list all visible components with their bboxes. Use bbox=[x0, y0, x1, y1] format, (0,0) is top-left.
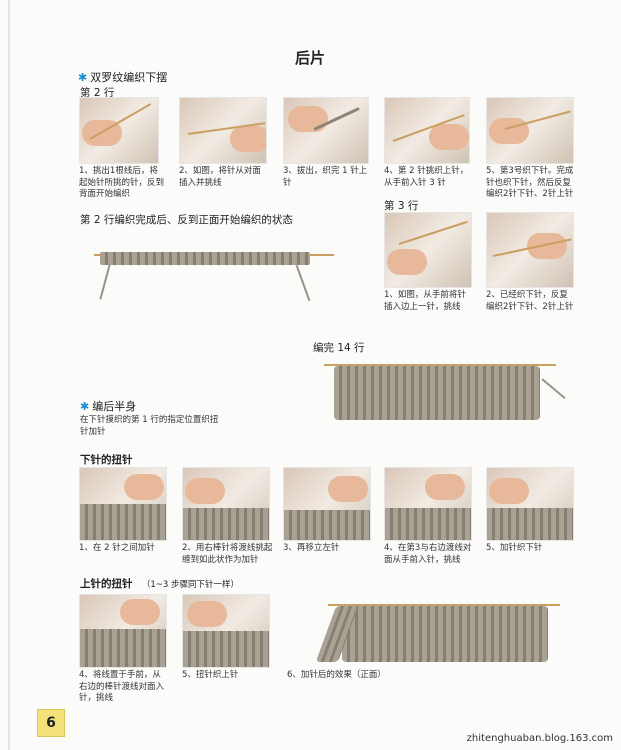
step-photo-r3-1 bbox=[384, 212, 472, 288]
footer-watermark: zhitenghuaban.blog.163.com bbox=[466, 733, 613, 744]
twist-photo-5 bbox=[486, 467, 574, 541]
twist-photo-2 bbox=[182, 467, 270, 541]
caption-twist-1: 1、在 2 针之间加针 bbox=[79, 543, 155, 553]
caption-r2-1: 1、挑出1根线后，将起始针所挑的针，反到背面开始编织 bbox=[79, 166, 165, 199]
page-number: 6 bbox=[37, 709, 65, 737]
caption-r2-5: 5、第3号织下针。完成针也织下针，然后反复编织2针下针、2针上针 bbox=[486, 166, 574, 199]
section2-note: 在下针摸织的第 1 行的指定位置织扭针加针 bbox=[80, 415, 219, 437]
section-title-text: 双罗纹编织下摆 bbox=[90, 71, 168, 84]
step-photo-r3-2 bbox=[486, 212, 574, 288]
knit-twist-title: 上针的扭针 （1~3 步骤同下针一样） bbox=[80, 576, 239, 591]
increase-result-swatch bbox=[290, 596, 560, 668]
caption-knit-6: 6、加针后的效果（正面） bbox=[287, 670, 386, 680]
twist-photo-4 bbox=[384, 467, 472, 541]
twist-photo-1 bbox=[79, 467, 167, 541]
binding-edge bbox=[8, 0, 10, 750]
done-14-label: 编完 14 行 bbox=[313, 342, 365, 354]
caption-twist-4: 4、在第3与右边渡线对面从手前入针，挑线 bbox=[384, 543, 472, 565]
caption-knit-5: 5、扭针织上针 bbox=[182, 670, 239, 680]
caption-r2-3: 3、拔出，织完 1 针上针 bbox=[283, 166, 368, 188]
knit-twist-photo-5 bbox=[182, 594, 270, 668]
row-label-3: 第 3 行 bbox=[384, 200, 419, 212]
swatch-14-rows bbox=[320, 358, 575, 428]
section-title-back: ✱编后半身 bbox=[80, 398, 136, 414]
caption-r3-2: 2、已经织下针，反复编织2针下针、2针上针 bbox=[486, 290, 574, 312]
twist-photo-3 bbox=[283, 467, 371, 541]
page-title: 后片 bbox=[295, 49, 326, 67]
knit-twist-title-text: 上针的扭针 bbox=[80, 578, 133, 590]
caption-r2-4: 4、第 2 针挑织上针，从手前入针 3 针 bbox=[384, 166, 469, 188]
star-icon: ✱ bbox=[80, 400, 90, 413]
step-photo-3 bbox=[283, 97, 369, 164]
caption-twist-5: 5、加针织下针 bbox=[486, 543, 543, 553]
row2-swatch-photo bbox=[88, 230, 340, 302]
knit-twist-photo-4 bbox=[79, 594, 167, 668]
star-icon: ✱ bbox=[78, 71, 88, 84]
step-photo-1 bbox=[79, 97, 159, 164]
row-label-2: 第 2 行 bbox=[80, 87, 115, 99]
row2-complete-label: 第 2 行编织完成后、反到正面开始编织的状态 bbox=[80, 214, 293, 226]
section-title-text: 编后半身 bbox=[92, 400, 137, 413]
section-title-hem: ✱双罗纹编织下摆 bbox=[78, 69, 167, 85]
knit-twist-subtitle: （1~3 步骤同下针一样） bbox=[141, 580, 239, 590]
caption-twist-2: 2、用右棒针将渡线挑起缠到如此状作为加针 bbox=[182, 543, 273, 565]
caption-r2-2: 2、如图，将针从对面插入并挑线 bbox=[179, 166, 261, 188]
purl-twist-title: 下针的扭针 bbox=[80, 454, 133, 466]
caption-r3-1: 1、如图，从手前将针插入边上一针，挑线 bbox=[384, 290, 466, 312]
step-photo-5 bbox=[486, 97, 574, 164]
caption-twist-3: 3、再移立左针 bbox=[283, 543, 340, 553]
step-photo-2 bbox=[179, 97, 267, 164]
caption-knit-4: 4、将线置于手前，从右边的棒针渡线对面入针，挑线 bbox=[79, 670, 165, 703]
step-photo-4 bbox=[384, 97, 470, 164]
